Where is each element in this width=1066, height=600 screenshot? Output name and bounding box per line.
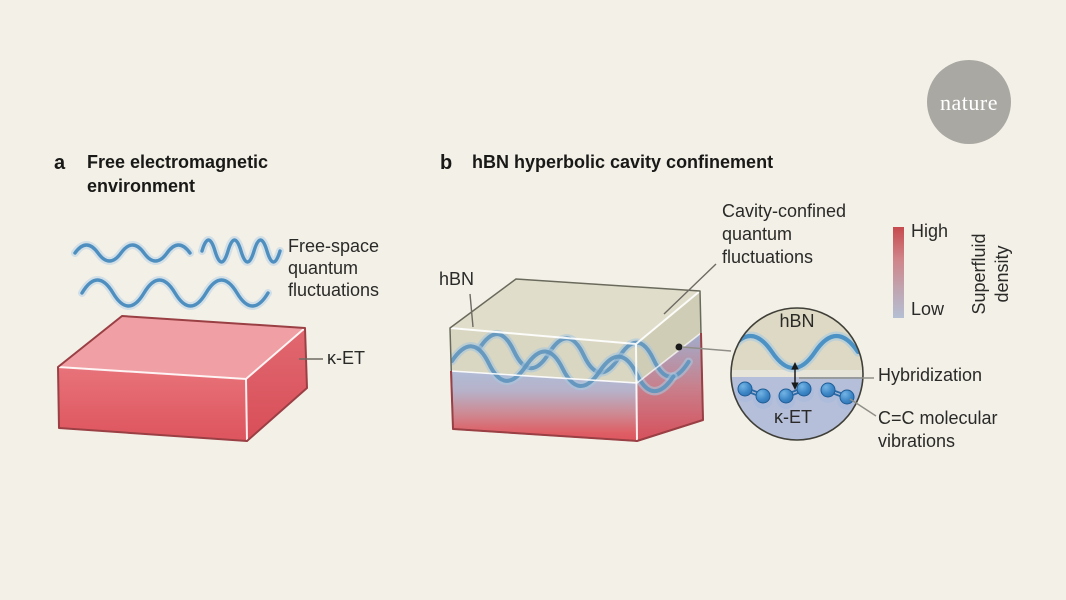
superfluid-colorbar (893, 227, 904, 318)
panel-b-letter: b (440, 152, 453, 174)
inset-hbn-label: hBN (779, 311, 815, 331)
legend-axis-label: Superfluid density (969, 233, 1012, 315)
ket-crystal-box (57, 315, 323, 442)
free-space-waves-icon (71, 236, 284, 310)
ket-label-a: κ-ET (327, 348, 365, 368)
hybridization-arrow-icon (791, 362, 799, 390)
panel-b-title: hBN hyperbolic cavity confinement (472, 152, 774, 172)
hbn-label-b: hBN (439, 269, 475, 289)
leader-line-hbn (469, 293, 474, 328)
leader-line-cavity (663, 263, 717, 315)
hbn-cavity-box (449, 263, 732, 442)
cavity-confined-label: Cavity-confined quantum fluctuations (722, 201, 847, 267)
panel-a-title: Free electromagnetic environment (87, 152, 269, 196)
leader-line-inset (681, 346, 732, 352)
leader-line-vibrations (849, 398, 877, 417)
nature-logo-text: nature (940, 90, 998, 115)
hybridization-label: Hybridization (878, 365, 983, 385)
panel-a-letter: a (54, 152, 66, 174)
inset-ket-label: κ-ET (774, 407, 812, 427)
legend-low-label: Low (911, 299, 945, 319)
connector-dot (675, 343, 683, 351)
vibrations-label: C=C molecular vibrations (878, 408, 998, 451)
nature-logo (927, 60, 1011, 144)
free-space-label: Free-space quantum fluctuations (288, 236, 380, 300)
legend-high-label: High (911, 221, 949, 241)
molecule-icon (735, 381, 857, 410)
